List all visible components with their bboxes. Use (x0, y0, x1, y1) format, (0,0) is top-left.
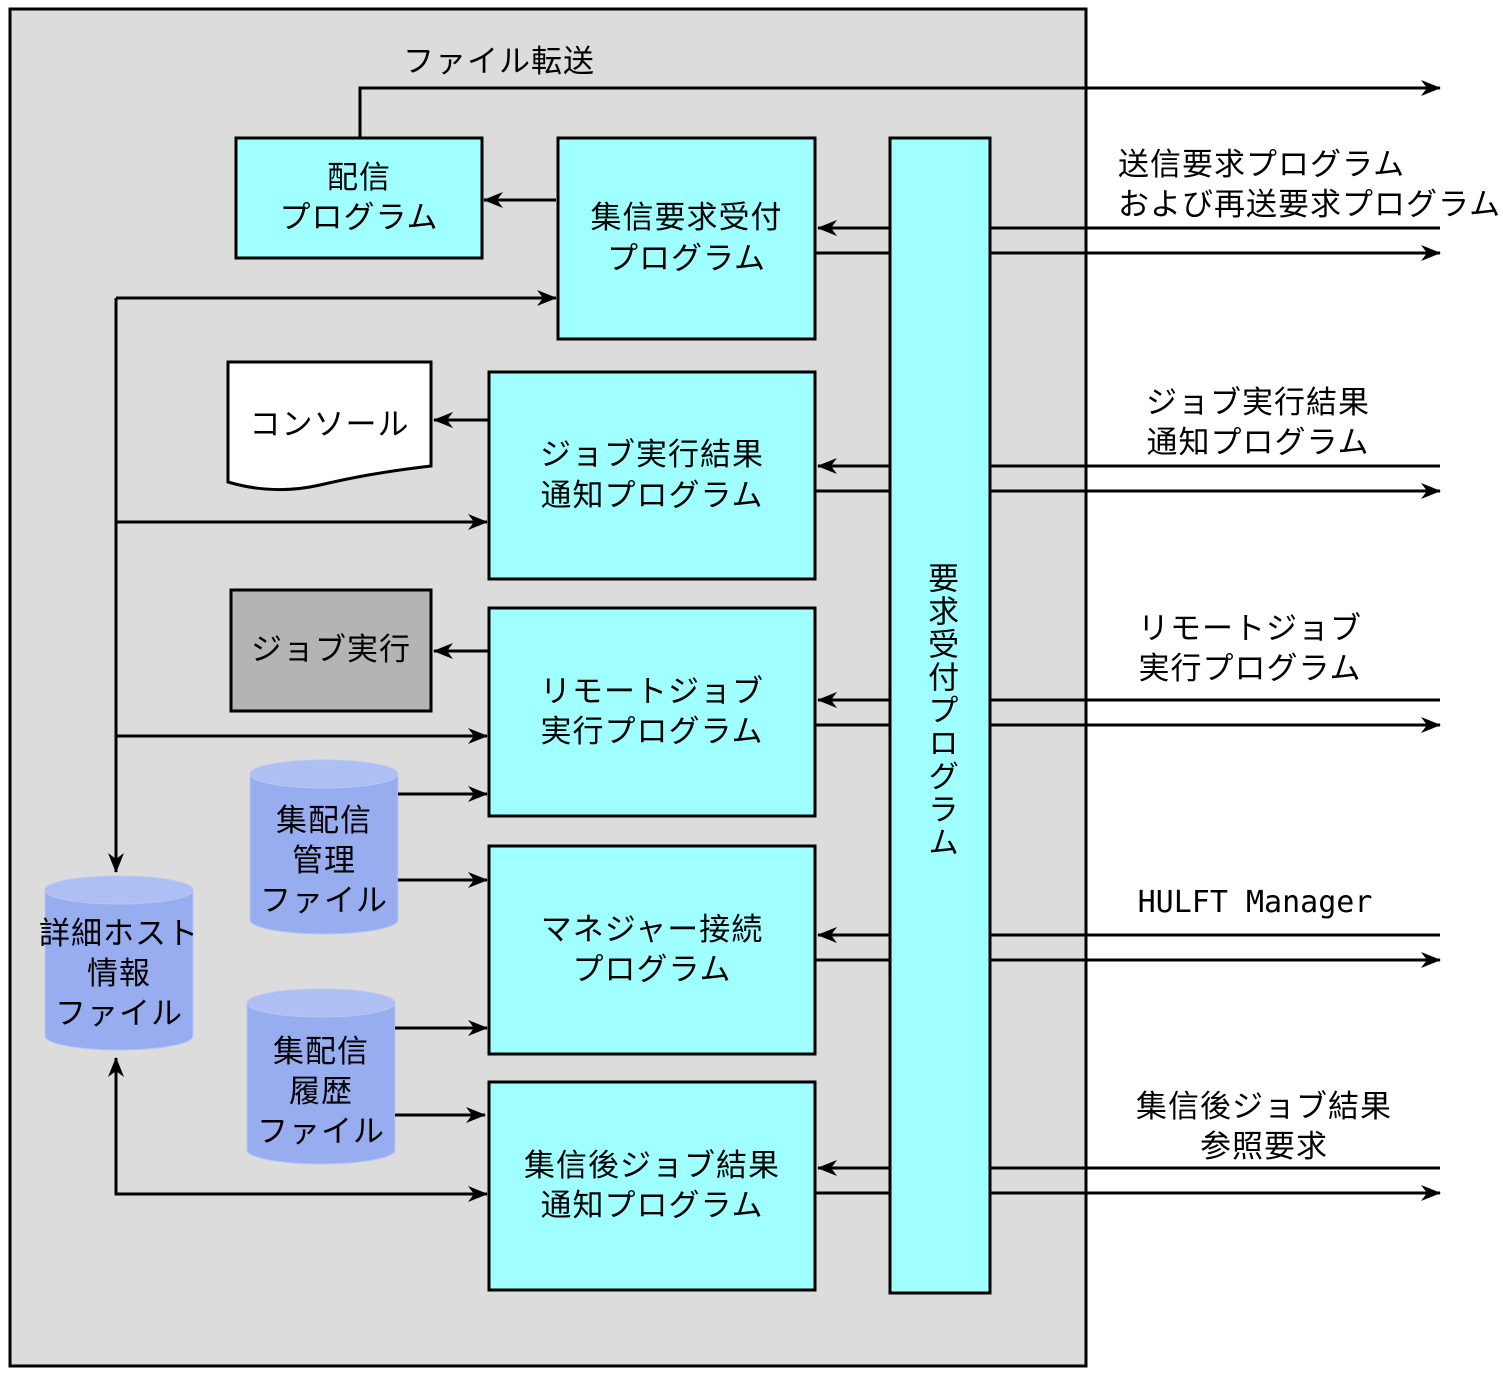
job-result-notify-program-box (487, 370, 817, 581)
host-file-cylinder (44, 875, 194, 1051)
host-file-label: 詳細ホスト 情報 ファイル (39, 915, 199, 1033)
mgmt-file-cylinder (249, 759, 399, 935)
manager-connect-program-label: マネジャー接続 プログラム (540, 911, 764, 988)
mgmt-file-label: 集配信 管理 ファイル (260, 802, 388, 920)
file-transfer-line (358, 80, 1441, 138)
post-collect-job-program-label: 集信後ジョブ結果 通知プログラム (524, 1147, 780, 1224)
ext-remote-job-label: リモートジョブ 実行プログラム (1138, 610, 1362, 687)
remote-job-program-label: リモートジョブ 実行プログラム (540, 673, 764, 750)
console-label: コンソール (249, 406, 410, 443)
ext-post-collect-label: 集信後ジョブ結果 参照要求 (1136, 1088, 1392, 1165)
request-acceptance-program-box (888, 136, 992, 1295)
job-exec-box (229, 588, 433, 713)
history-file-cylinder (246, 988, 396, 1165)
delivery-program-box (234, 136, 484, 260)
connectors (108, 80, 1441, 1202)
console-document-shape (226, 360, 433, 492)
manager-connect-program-box (487, 844, 817, 1056)
file-transfer-label: ファイル転送 (403, 43, 595, 80)
collection-request-program-label: 集信要求受付 プログラム (590, 200, 783, 277)
remote-job-program-box (487, 606, 817, 818)
request-acceptance-program-label: 要求受付プログラム (922, 561, 959, 859)
job-result-notify-program-label: ジョブ実行結果 通知プログラム (540, 437, 764, 514)
job-exec-label: ジョブ実行 (251, 632, 411, 669)
history-file-label: 集配信 履歴 ファイル (257, 1033, 385, 1151)
ext-hulft-manager-label: HULFT Manager (1137, 884, 1373, 920)
post-collect-job-program-box (487, 1080, 817, 1292)
ext-send-request-label: 送信要求プログラム および再送要求プログラム (1118, 146, 1502, 223)
collection-request-program-box (556, 136, 817, 341)
delivery-program-label: 配信 プログラム (279, 159, 439, 236)
ext-job-result-label: ジョブ実行結果 通知プログラム (1146, 384, 1370, 461)
